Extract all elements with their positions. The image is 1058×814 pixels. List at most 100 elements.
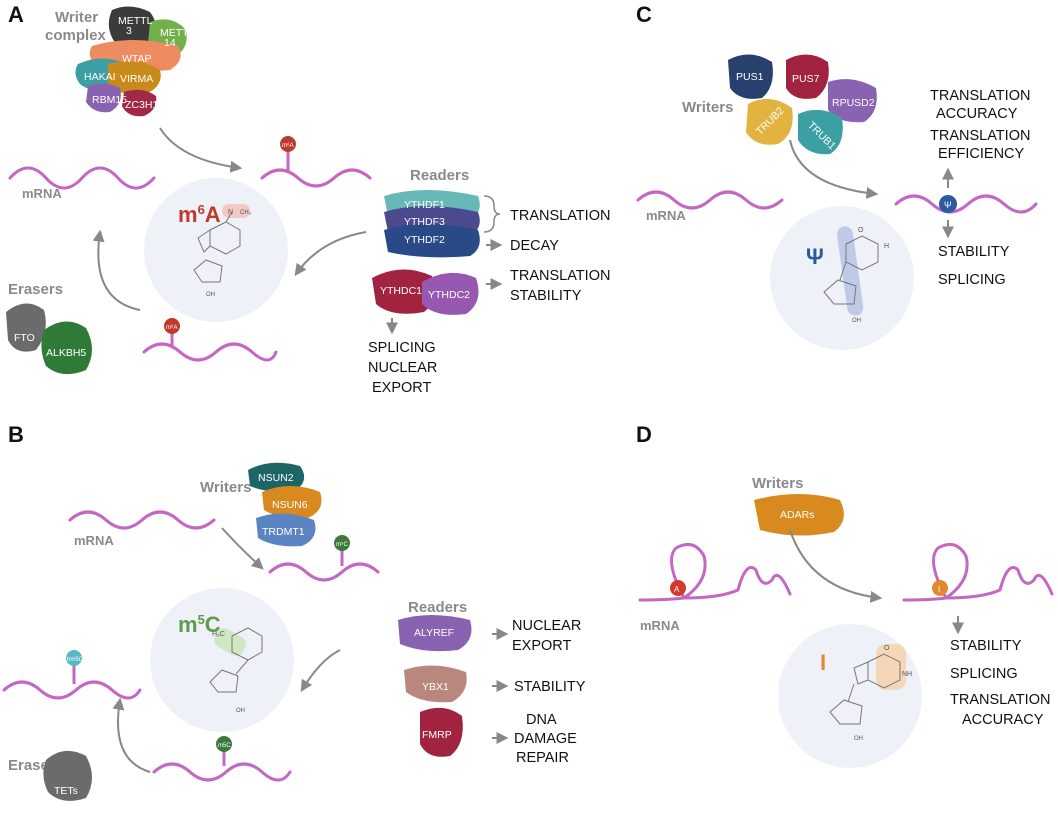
nsun2-label: NSUN2 (258, 472, 294, 484)
ythdf3-label: YTHDF3 (404, 216, 445, 228)
pus1-blob (728, 54, 773, 99)
mrna-modified-b (268, 562, 380, 582)
ythdc1-label: YTHDC1 (380, 285, 422, 297)
tets-label: TETs (54, 785, 78, 797)
ythdc2-label: YTHDC2 (428, 289, 470, 301)
ybx1-blob (404, 665, 467, 703)
m6a-structure (193, 204, 250, 283)
outcome-splicing-a: SPLICING (368, 340, 436, 356)
rbm15-blob (86, 83, 121, 113)
trub1-blob (798, 109, 843, 155)
outcome-export-b: EXPORT (512, 638, 572, 654)
rpusd2-blob (828, 79, 877, 123)
fmrp-blob (420, 707, 463, 757)
m5c-structure-circle (150, 588, 294, 732)
translation-bracket (483, 195, 501, 233)
m5c-title: m5C (178, 612, 221, 637)
fto-label: FTO (14, 332, 35, 344)
outcome-splicing-c: SPLICING (938, 272, 1006, 288)
eraser-arrow-a (92, 229, 141, 311)
inosine-nh-atom: NH (902, 671, 912, 678)
outcome-decay-a: DECAY (510, 238, 559, 254)
m6a-lower-badge-text: m⁶A (166, 324, 177, 331)
alkbh5-blob (41, 321, 92, 375)
inosine-oh-atom: OH (854, 736, 863, 742)
mrna-strand-c (636, 190, 784, 210)
psi-title: Ψ (806, 244, 824, 269)
site-a-badge-icon (670, 580, 686, 596)
mettl3-blob (108, 6, 156, 50)
site-a-badge-text: A (674, 585, 680, 594)
writer-arrow-b (221, 527, 264, 570)
outcome-stability-c: STABILITY (938, 244, 1010, 260)
fto-blob (6, 303, 46, 352)
ybx1-label: YBX1 (422, 681, 449, 693)
m5c-badge-text: m⁵C (336, 541, 348, 548)
outcome-acc2-c: ACCURACY (936, 106, 1018, 122)
inosine-structure (829, 644, 906, 725)
outcome-acc2-d: ACCURACY (962, 712, 1044, 728)
outcome-stability-d: STABILITY (950, 638, 1022, 654)
psi-oh-atom: OH (852, 318, 861, 324)
pus7-label: PUS7 (792, 73, 820, 85)
mrna-strand-d (638, 542, 792, 602)
panel-b-label: B (8, 422, 24, 447)
outcome-export-a: EXPORT (372, 380, 432, 396)
adars-blob (754, 494, 844, 536)
inosine-title: I (820, 650, 826, 675)
readers-title-b: Readers (408, 599, 467, 616)
panel-c: C Writers PUS1 PUS7 TRUB2 RPUSD2 TRUB1 m… (636, 2, 1038, 350)
site-i-badge-text: I (938, 585, 940, 594)
trub2-blob (746, 98, 793, 145)
mrna-label-b: mRNA (74, 533, 114, 548)
nsun6-blob (262, 486, 322, 519)
zc3h13-label: ZC3H13 (125, 99, 164, 111)
writer-arrow-a (159, 127, 243, 173)
outcome-acc1-c: TRANSLATION (930, 88, 1030, 104)
outcome-repair-b: REPAIR (516, 750, 569, 766)
outcome-damage-b: DAMAGE (514, 731, 577, 747)
mrna-label-c: mRNA (646, 208, 686, 223)
writer-arrow-d (789, 529, 883, 603)
nsun6-label: NSUN6 (272, 499, 308, 511)
writer-complex-title-2: complex (45, 27, 107, 44)
m6a-n-atom: N (228, 209, 233, 216)
alkbh5-label: ALKBH5 (46, 347, 86, 359)
trdmt1-label: TRDMT1 (262, 526, 305, 538)
reader-arrow-a (294, 231, 367, 276)
psi-badge-text: Ψ (944, 200, 952, 210)
outcome-stability-b: STABILITY (514, 679, 586, 695)
tets-blob (43, 750, 92, 801)
m5c-badge-icon (334, 535, 350, 551)
readers-a: YTHDF1 YTHDF3 YTHDF2 YTHDC1 YTHDC2 (372, 190, 480, 315)
m6a-badge-text: m⁶A (282, 142, 293, 149)
panel-c-label: C (636, 2, 652, 27)
hakai-label: HAKAI (84, 71, 116, 83)
virma-blob (108, 61, 161, 95)
alyref-blob (398, 615, 472, 652)
writers-title-d: Writers (752, 475, 803, 492)
writers-title-c: Writers (682, 99, 733, 116)
eraser-arrow-b (112, 697, 151, 773)
nsun2-blob (248, 462, 305, 492)
mrna-strand-a (8, 166, 156, 190)
ythdf2-label: YTHDF2 (404, 234, 445, 246)
ythdf1-label: YTHDF1 (404, 199, 445, 211)
outcome-nuclear-b: NUCLEAR (512, 618, 581, 634)
psi-structure (823, 226, 879, 316)
psi-badge-icon (939, 195, 957, 213)
alyref-label: ALYREF (414, 627, 454, 639)
mrna-strand-b (68, 510, 216, 530)
m6a-oh-atom: OH (206, 292, 215, 298)
m5c-lower-badge-text: m5C (218, 743, 231, 749)
ythdf2-blob (384, 224, 480, 258)
rpusd2-label: RPUSD2 (832, 97, 875, 109)
reader-arrow-b (300, 649, 341, 693)
panel-d: D Writers ADARs A mRNA I STABILITY SPLIC… (636, 422, 1054, 768)
mrna-lower-a (142, 342, 278, 362)
